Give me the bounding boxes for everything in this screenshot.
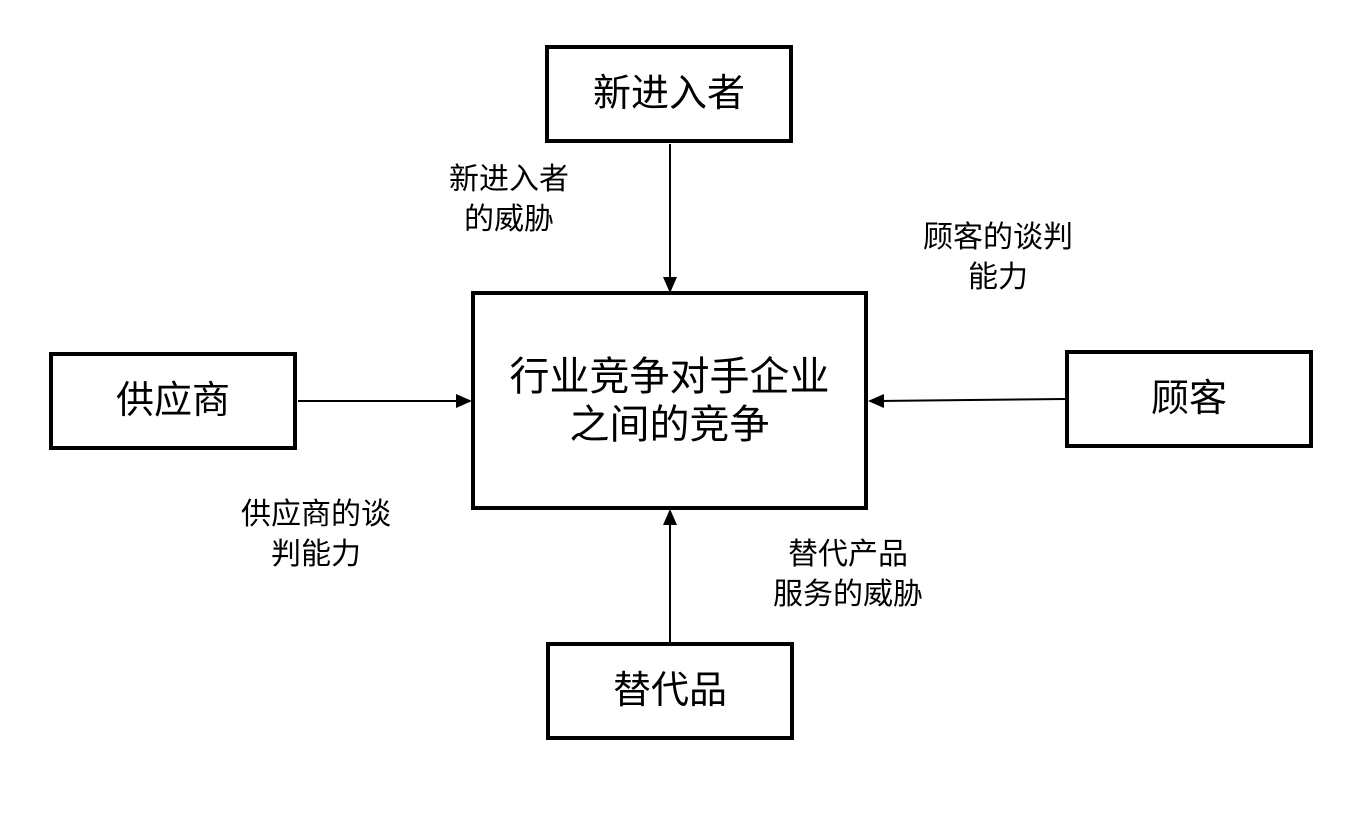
edge-label-customer-bargaining: 顾客的谈判 能力 bbox=[895, 218, 1101, 297]
node-new-entrants: 新进入者 bbox=[545, 45, 793, 143]
center-node-industry-competition: 行业竞争对手企业 之间的竞争 bbox=[471, 291, 868, 510]
node-customers-label: 顾客 bbox=[1150, 376, 1227, 421]
center-node-label-line: 行业竞争对手企业 bbox=[509, 353, 830, 400]
edge-label-line: 顾客的谈判 bbox=[923, 220, 1073, 255]
edge-label-new-entrants-threat: 新进入者 的威胁 bbox=[426, 160, 592, 239]
arrow-right-line bbox=[881, 398, 1067, 402]
node-customers: 顾客 bbox=[1065, 350, 1313, 448]
node-suppliers: 供应商 bbox=[49, 352, 297, 450]
arrow-right-head bbox=[868, 394, 884, 408]
arrow-left-head bbox=[456, 394, 472, 408]
edge-label-line: 判能力 bbox=[271, 536, 361, 572]
edge-label-line: 供应商的谈 bbox=[241, 497, 391, 532]
edge-label-line: 的威胁 bbox=[464, 201, 554, 237]
node-substitutes-label: 替代品 bbox=[612, 668, 727, 713]
edge-label-line: 替代产品 bbox=[788, 537, 908, 572]
edge-label-line: 能力 bbox=[968, 259, 1028, 295]
arrow-top-head bbox=[663, 277, 677, 293]
edge-label-line: 新进入者 bbox=[449, 162, 569, 197]
arrow-bottom-head bbox=[663, 509, 677, 525]
edge-label-line: 服务的威胁 bbox=[773, 576, 923, 612]
node-suppliers-label: 供应商 bbox=[115, 378, 230, 423]
edge-label-supplier-bargaining: 供应商的谈 判能力 bbox=[213, 495, 419, 574]
node-new-entrants-label: 新进入者 bbox=[592, 71, 745, 116]
center-node-label: 行业竞争对手企业 之间的竞争 bbox=[510, 353, 830, 449]
center-node-label-line: 之间的竞争 bbox=[569, 401, 770, 448]
node-substitutes: 替代品 bbox=[546, 642, 794, 740]
edge-label-substitute-threat: 替代产品 服务的威胁 bbox=[745, 535, 951, 614]
